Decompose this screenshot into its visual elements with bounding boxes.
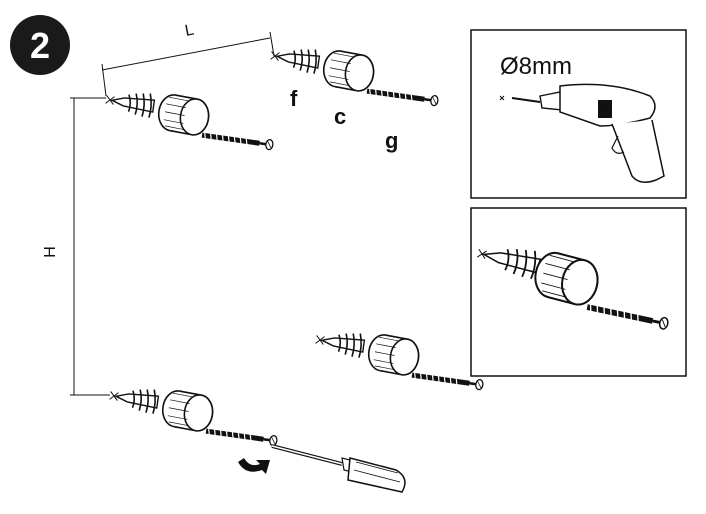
spacer-cylinder-icon	[365, 332, 422, 378]
screw-icon	[366, 86, 438, 106]
height-label: H	[42, 246, 59, 258]
wall-anchor-icon	[103, 86, 157, 119]
label-f: f	[290, 86, 298, 111]
drill-panel: Ø8mm	[470, 29, 687, 199]
screw-icon	[205, 426, 277, 446]
rotate-arrow-icon	[238, 458, 270, 474]
assembly-bottom-left	[107, 382, 282, 446]
assembly-middle-right	[313, 326, 488, 390]
width-dimension: L	[101, 22, 275, 97]
wall-anchor-icon	[107, 382, 161, 415]
step-badge: 2	[10, 15, 70, 75]
spacer-cylinder-icon	[159, 388, 216, 434]
drill-diameter: Ø8mm	[500, 53, 572, 80]
label-c: c	[334, 104, 346, 129]
drill-icon	[499, 83, 665, 183]
step-number: 2	[30, 25, 50, 66]
label-g: g	[385, 128, 398, 153]
wall-anchor-icon	[268, 42, 322, 75]
spacer-cylinder-icon	[320, 48, 377, 94]
detail-panel	[470, 207, 687, 377]
screw-icon	[201, 130, 273, 150]
screwdriver-icon	[271, 444, 406, 493]
width-label: L	[184, 22, 196, 40]
assembly-top-left	[103, 86, 278, 150]
height-dimension: H	[42, 97, 110, 396]
wall-anchor-icon	[313, 326, 367, 359]
spacer-cylinder-icon	[155, 92, 212, 138]
